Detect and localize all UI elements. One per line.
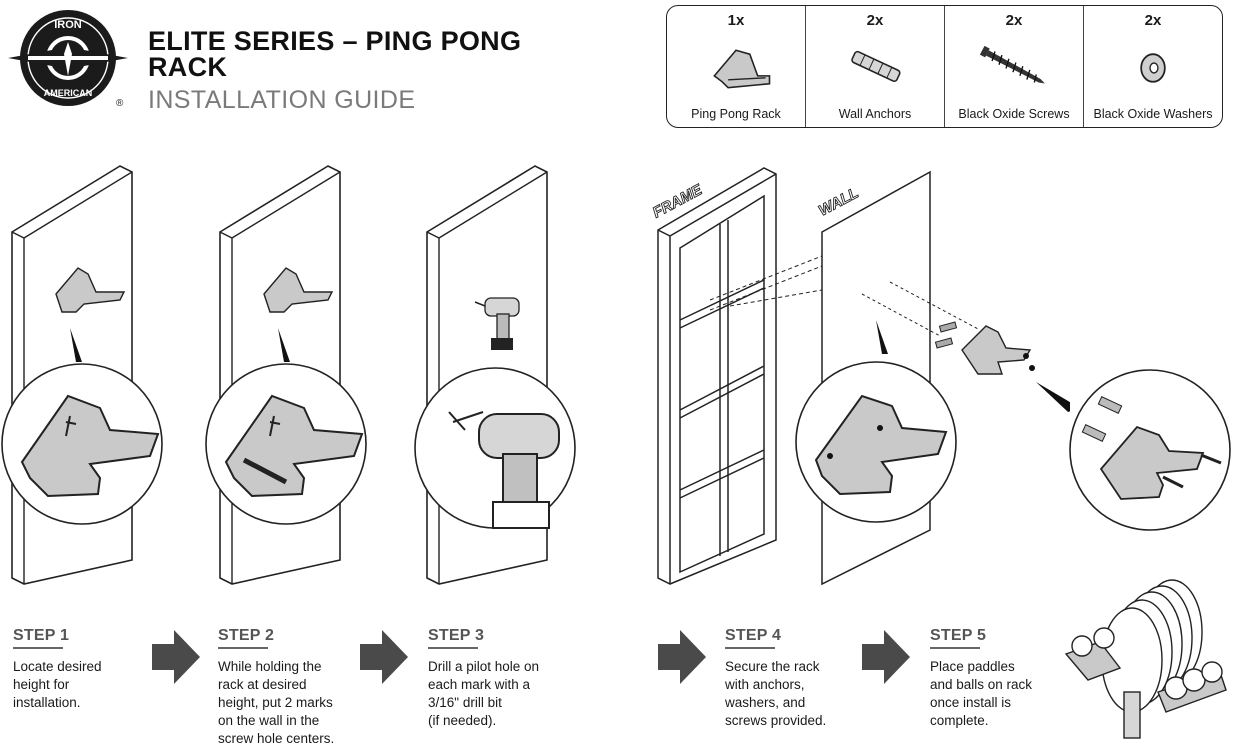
pencil-icon (242, 457, 288, 485)
registered-mark: ® (116, 98, 124, 109)
iron-american-logo: IRON AMERICAN (8, 10, 128, 106)
part-qty: 1x (727, 12, 745, 29)
step4-detail (1069, 369, 1231, 531)
logo-bottom-text: AMERICAN (44, 88, 93, 98)
step5-title: STEP 5 (930, 627, 987, 649)
step2-title: STEP 2 (218, 627, 275, 649)
part-name: Ping Pong Rack (691, 107, 781, 121)
drill-zoom-icon (448, 411, 560, 529)
page-title: ELITE SERIES – PING PONG RACK (148, 26, 522, 82)
part-qty: 2x (866, 12, 884, 29)
logo-top-text: IRON (54, 19, 82, 31)
rack-icon (713, 49, 771, 89)
step3-title: STEP 3 (428, 627, 485, 649)
wall-frame (657, 167, 777, 585)
rack-small (55, 267, 126, 313)
step2-text: While holding the rack at desired height… (218, 659, 335, 746)
step3-illustration (414, 165, 576, 585)
drill-small-icon (474, 297, 520, 350)
step3-text: Drill a pilot hole on each mark with a 3… (428, 659, 540, 728)
part-qty: 2x (1005, 12, 1023, 29)
part-qty: 2x (1144, 12, 1162, 29)
part-name: Black Oxide Screws (958, 107, 1070, 121)
part-name: Wall Anchors (838, 107, 912, 121)
step4-illustration: FRAME WALL (649, 167, 1070, 586)
part-black-oxide-washers: 2x Black Oxide Washers (1084, 6, 1222, 127)
step2-illustration (205, 165, 367, 585)
step5-text: Place paddles and balls on rack once ins… (930, 659, 1033, 728)
step1-title: STEP 1 (13, 627, 70, 649)
parts-list: 1x Ping Pong Rack 2x Wall Anchors 2x Bla… (666, 5, 1223, 128)
paddles-icon (1101, 579, 1203, 739)
wall-anchor-icon (851, 50, 901, 83)
part-ping-pong-rack: 1x Ping Pong Rack (667, 6, 806, 127)
arrow-1-icon (152, 630, 200, 684)
step4-title: STEP 4 (725, 627, 782, 649)
screw-icon (979, 45, 1045, 84)
part-wall-anchors: 2x Wall Anchors (806, 6, 945, 127)
arrow-2-icon (360, 630, 408, 684)
rack-zoom (20, 394, 160, 498)
step1-illustration (1, 165, 163, 585)
ping-pong-balls-icon (1071, 627, 1223, 700)
part-name: Black Oxide Washers (1093, 107, 1213, 121)
step5-illustration (1064, 579, 1227, 739)
arrow-4-icon (862, 630, 910, 684)
part-black-oxide-screws: 2x Black Oxide Screws (945, 6, 1084, 127)
page-subtitle: INSTALLATION GUIDE (148, 86, 416, 114)
step1-text: Locate desired height for installation. (13, 659, 102, 710)
step4-text: Secure the rack with anchors, washers, a… (725, 659, 827, 728)
washer-icon (1140, 53, 1166, 83)
arrow-3-icon (658, 630, 706, 684)
